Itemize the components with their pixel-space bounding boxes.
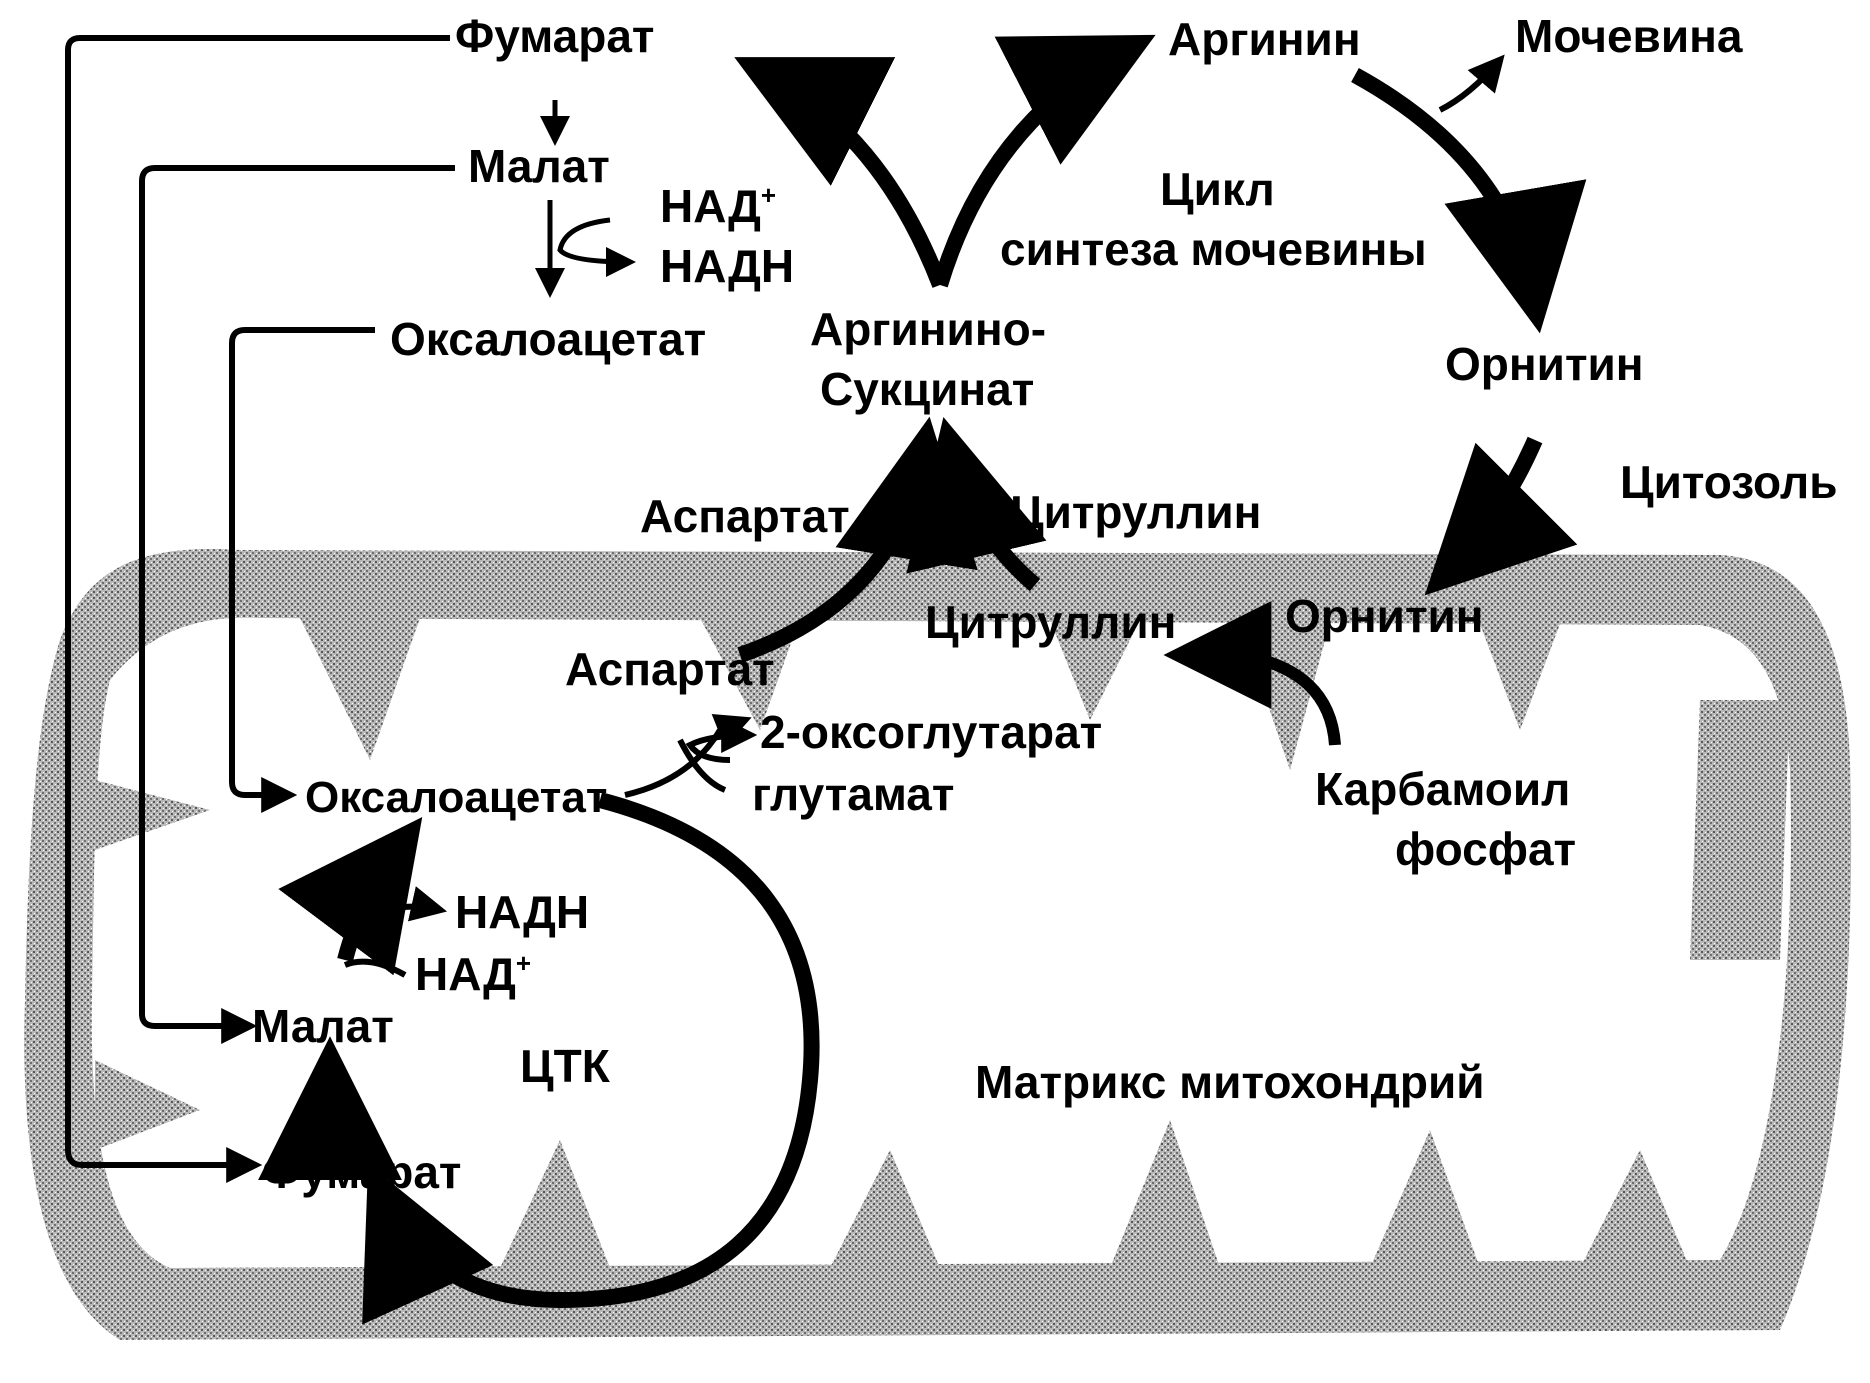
malate-to-oxaloacetate-matrix-arrow xyxy=(345,840,405,960)
cytosol-region-label: Цитозоль xyxy=(1620,456,1837,508)
matrix-oxaloacetate-label: Оксалоацетат xyxy=(305,773,607,822)
matrix-citrulline-label: Цитруллин xyxy=(925,596,1176,648)
matrix-fumarate-label: Фумарат xyxy=(262,1146,461,1198)
cytosol-nad-label: НАД+ xyxy=(660,180,776,232)
mitochondrion-membrane xyxy=(24,549,1851,1340)
matrix-nad-label: НАД+ xyxy=(415,948,531,1000)
urea-cycle-label-line1: Цикл xyxy=(1160,163,1275,215)
oxoglutarate-label: 2-оксоглутарат xyxy=(760,706,1102,758)
matrix-malate-label: Малат xyxy=(252,1000,394,1052)
urea-label: Мочевина xyxy=(1515,10,1743,62)
urea-release-arrow xyxy=(1440,60,1500,110)
cytosol-ornithine-label: Орнитин xyxy=(1445,338,1644,390)
nadh-branch-arrow xyxy=(365,907,440,920)
cytosol-fumarate-label: Фумарат xyxy=(455,10,654,62)
argininosuccinate-label-line1: Аргинино- xyxy=(810,303,1046,355)
cytosol-labels: Фумарат Малат НАД+ НАДН Оксалоацетат Арг… xyxy=(390,10,1837,542)
carbamoyl-label-line2: фосфат xyxy=(1395,823,1576,875)
urea-cycle-label-line2: синтеза мочевины xyxy=(1000,223,1427,275)
nad-branch-matrix xyxy=(345,962,405,975)
matrix-region-label: Матрикс митохондрий xyxy=(975,1056,1485,1108)
cytosol-oxaloacetate-label: Оксалоацетат xyxy=(390,313,706,365)
matrix-labels: Аспартат 2-оксоглутарат глутамат Оксалоа… xyxy=(252,590,1576,1198)
matrix-ornithine-label: Орнитин xyxy=(1285,590,1484,642)
argininosuccinate-label-line2: Сукцинат xyxy=(820,363,1034,415)
arginine-label: Аргинин xyxy=(1168,13,1361,65)
oxoglutarate-branch-arrow xyxy=(690,735,750,760)
tca-label: ЦТК xyxy=(520,1040,611,1092)
cytosol-malate-label: Малат xyxy=(468,140,610,192)
cytosol-citrulline-label: Цитруллин xyxy=(1010,486,1261,538)
cytosol-nadh-label: НАДН xyxy=(660,240,794,292)
matrix-aspartate-label: Аспартат xyxy=(565,643,775,695)
cytosol-aspartate-label: Аспартат xyxy=(640,490,850,542)
glutamate-label: глутамат xyxy=(752,768,954,820)
nad-branch-arrow xyxy=(560,220,630,262)
carbamoyl-label-line1: Карбамоил xyxy=(1315,763,1570,815)
matrix-nadh-label: НАДН xyxy=(455,886,589,938)
